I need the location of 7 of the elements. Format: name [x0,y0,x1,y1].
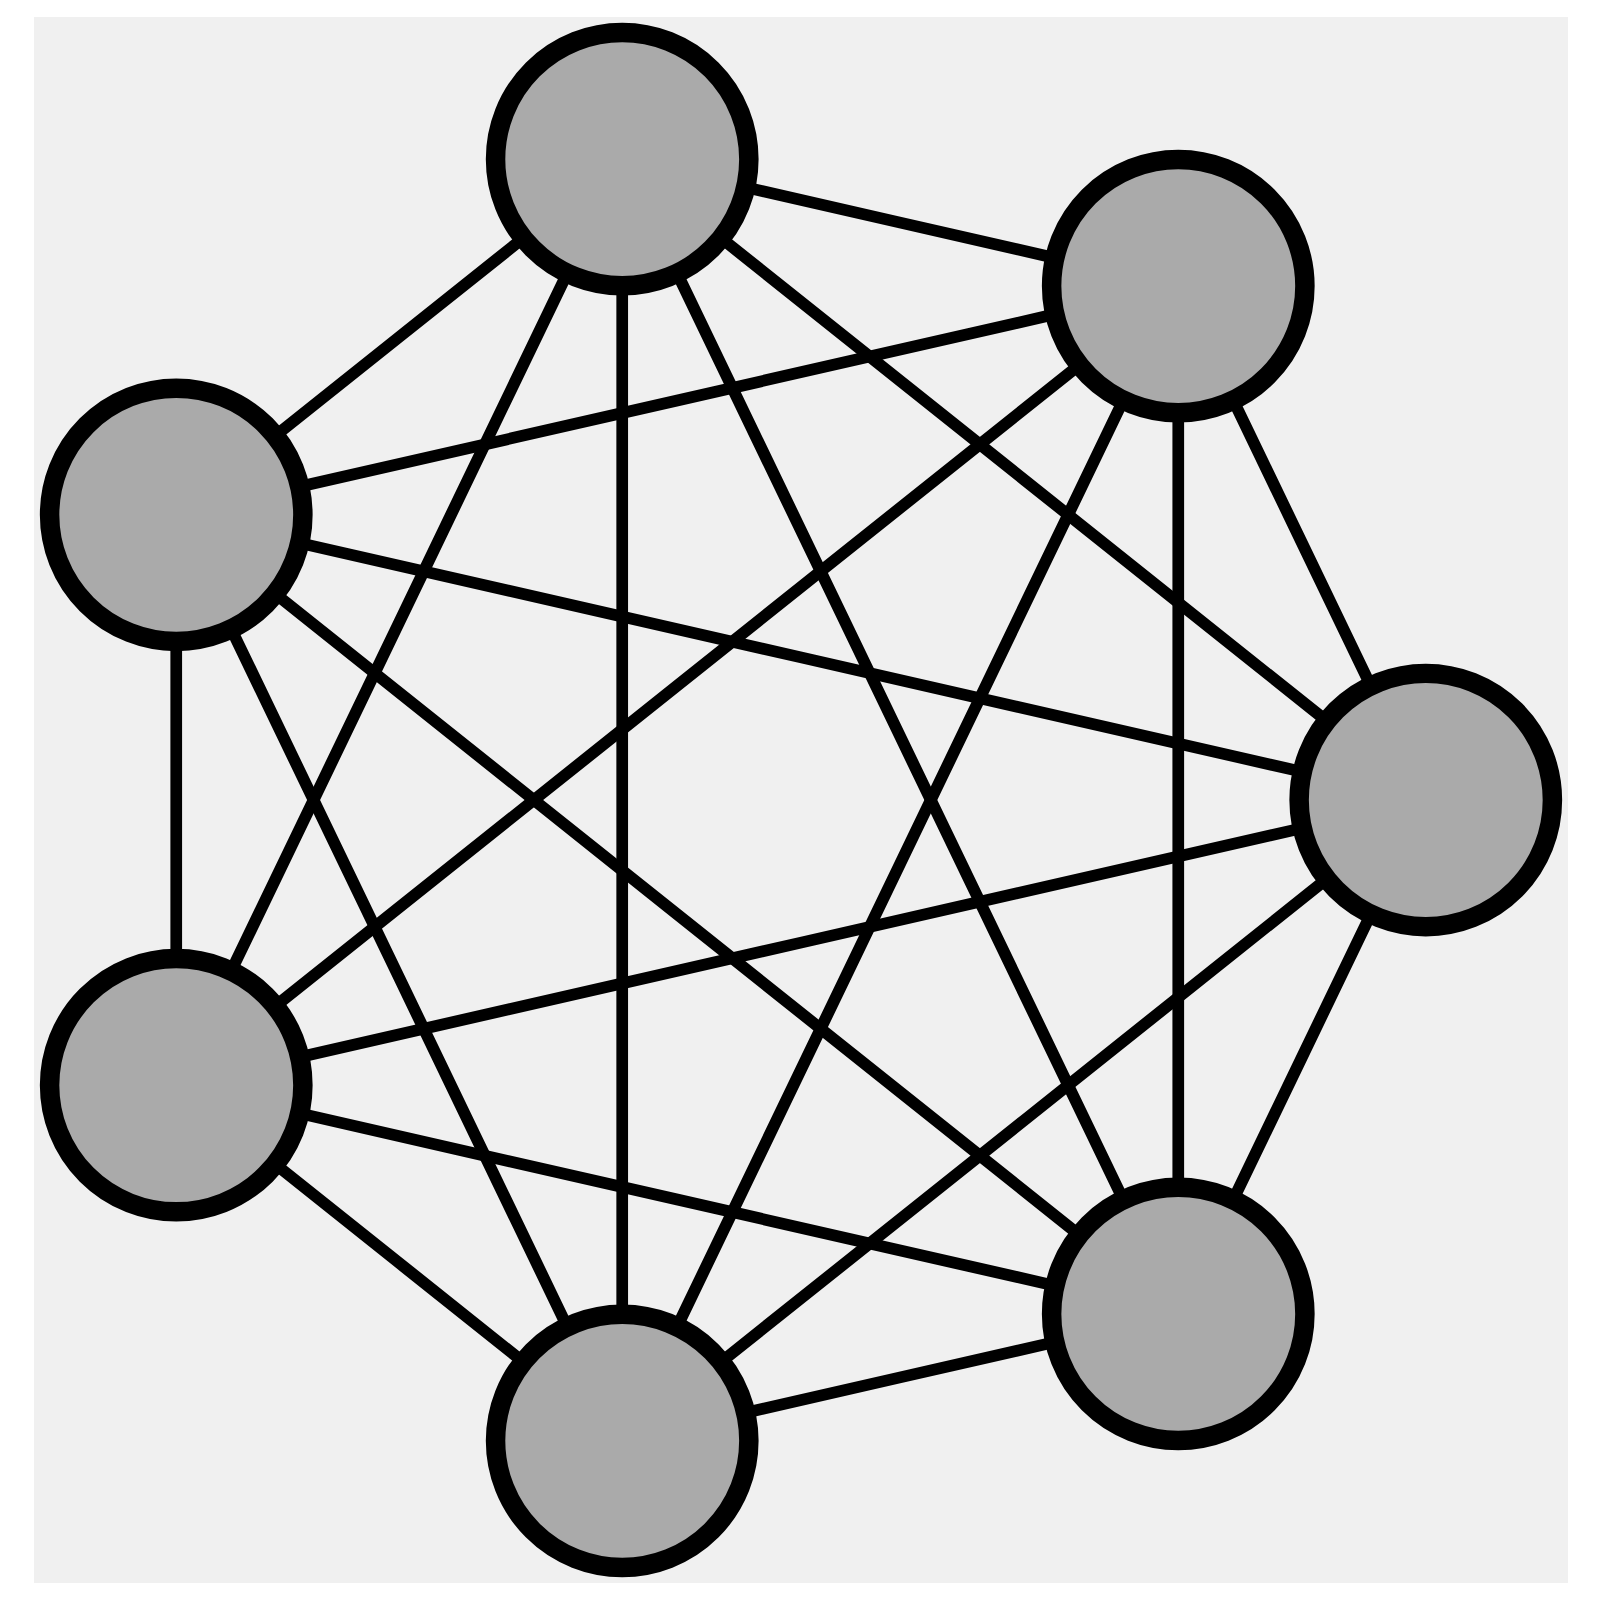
node-circle [484,22,758,296]
node-circle [38,378,312,652]
node-circle [1288,663,1562,937]
node-circle [1040,149,1314,423]
node-circle [484,1304,758,1578]
node-circle [1040,1177,1314,1451]
node-circle [38,948,312,1222]
